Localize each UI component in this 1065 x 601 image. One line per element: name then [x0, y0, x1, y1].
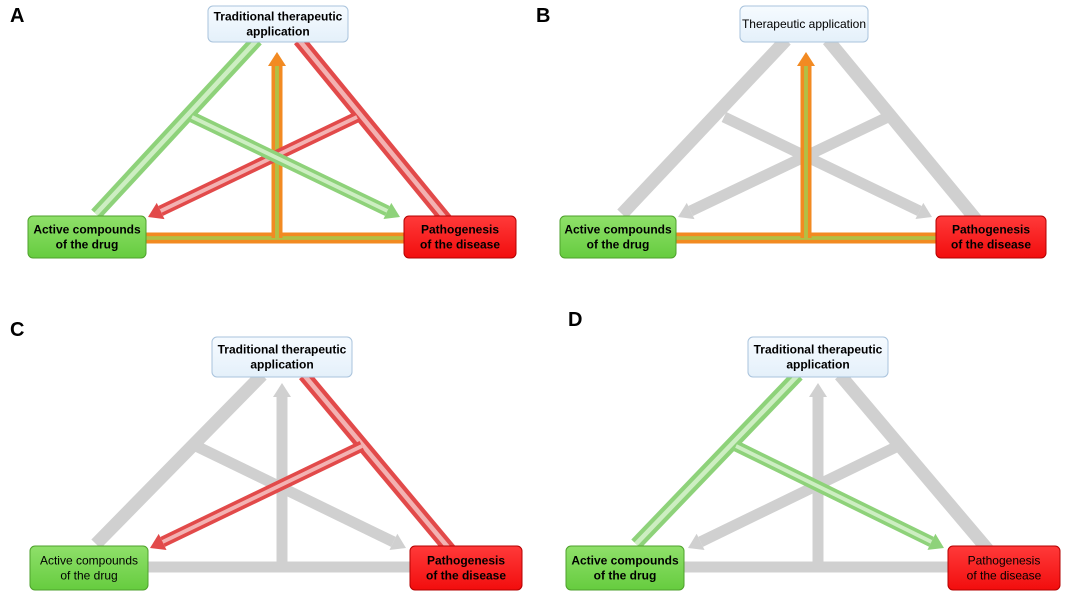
arrow-to-application-head: [797, 52, 815, 66]
node-therapeutic-application: [739, 5, 869, 43]
edge-drug-to-application: [617, 35, 791, 219]
node-pathogenesis-label-2: of the disease: [967, 569, 1042, 583]
node-pathogenesis-label-1: Pathogenesis: [427, 554, 505, 568]
node-active-compounds: [565, 545, 685, 591]
arrow-to-application-head: [268, 52, 286, 66]
panel-a: Traditional therapeuticapplicationActive…: [10, 5, 517, 259]
node-therapeutic-application-label-1: Therapeutic application: [742, 17, 866, 31]
edge-application-to-disease: [822, 35, 994, 239]
node-therapeutic-application-label-1: Traditional therapeutic: [214, 10, 343, 24]
node-active-compounds: [29, 545, 149, 591]
arrow-to-drug-highlight: [161, 444, 363, 544]
arrow-to-disease-shaft: [721, 112, 922, 216]
arrow-to-drug-head: [678, 202, 695, 220]
panel-letter: B: [536, 5, 550, 27]
panel-c: Traditional therapeuticapplicationActive…: [10, 319, 523, 591]
arrow-to-drug-shaft: [698, 441, 901, 547]
node-active-compounds: [27, 215, 147, 259]
arrow-to-drug-highlight: [159, 115, 358, 213]
node-active-compounds-label-1: Active compounds: [33, 223, 141, 237]
arrow-to-disease-head: [915, 202, 932, 220]
edge-drug-to-application-highlight: [634, 373, 800, 546]
edge-drug-to-application: [91, 370, 267, 549]
node-pathogenesis-label-1: Pathogenesis: [421, 223, 499, 237]
edge-drug-to-application-highlight: [94, 38, 259, 216]
node-therapeutic-application: [207, 5, 349, 43]
node-active-compounds-label-1: Active compounds: [40, 554, 138, 568]
edge-application-to-disease-highlight: [302, 373, 464, 566]
node-pathogenesis-label-2: of the disease: [951, 238, 1031, 252]
panel-letter: D: [568, 309, 582, 331]
arrow-to-disease-shaft: [193, 441, 396, 547]
edge-application-to-disease: [835, 370, 1005, 569]
node-active-compounds-label-2: of the drug: [56, 238, 119, 252]
arrow-to-disease-head: [383, 202, 400, 220]
arrow-to-application-head: [273, 383, 291, 397]
node-pathogenesis: [403, 215, 517, 259]
edge-application-to-disease-highlight: [297, 38, 460, 236]
arrow-to-disease-highlight: [735, 444, 933, 544]
arrow-to-drug-head: [688, 533, 705, 550]
arrow-to-disease-head: [389, 533, 406, 550]
arrow-to-drug-shaft: [688, 112, 891, 216]
arrow-to-drug-head: [148, 202, 165, 220]
node-active-compounds-label-2: of the drug: [60, 569, 117, 583]
arrow-to-application-head: [809, 383, 827, 397]
panel-d: Traditional therapeuticapplicationActive…: [565, 309, 1061, 591]
node-pathogenesis-label-1: Pathogenesis: [968, 554, 1041, 568]
arrow-to-drug-head: [150, 533, 167, 551]
arrow-to-disease-head: [927, 533, 944, 550]
node-pathogenesis: [947, 545, 1061, 591]
node-therapeutic-application-label-2: application: [250, 358, 313, 372]
node-pathogenesis: [409, 545, 523, 591]
arrow-to-disease-highlight: [191, 115, 389, 213]
node-pathogenesis: [935, 215, 1047, 259]
node-active-compounds-label-1: Active compounds: [571, 554, 679, 568]
panel-letter: C: [10, 319, 24, 341]
node-therapeutic-application-label-2: application: [786, 358, 849, 372]
node-therapeutic-application-label-2: application: [246, 25, 309, 39]
node-active-compounds-label-2: of the drug: [587, 238, 650, 252]
node-pathogenesis-label-1: Pathogenesis: [952, 223, 1030, 237]
node-therapeutic-application: [747, 336, 889, 378]
node-therapeutic-application-label-1: Traditional therapeutic: [218, 343, 347, 357]
node-active-compounds-label-1: Active compounds: [564, 223, 672, 237]
node-therapeutic-application-label-1: Traditional therapeutic: [754, 343, 883, 357]
panel-letter: A: [10, 5, 24, 27]
node-active-compounds-label-2: of the drug: [594, 569, 657, 583]
node-pathogenesis-label-2: of the disease: [426, 569, 506, 583]
node-therapeutic-application: [211, 336, 353, 378]
node-active-compounds: [559, 215, 677, 259]
node-pathogenesis-label-2: of the disease: [420, 238, 500, 252]
